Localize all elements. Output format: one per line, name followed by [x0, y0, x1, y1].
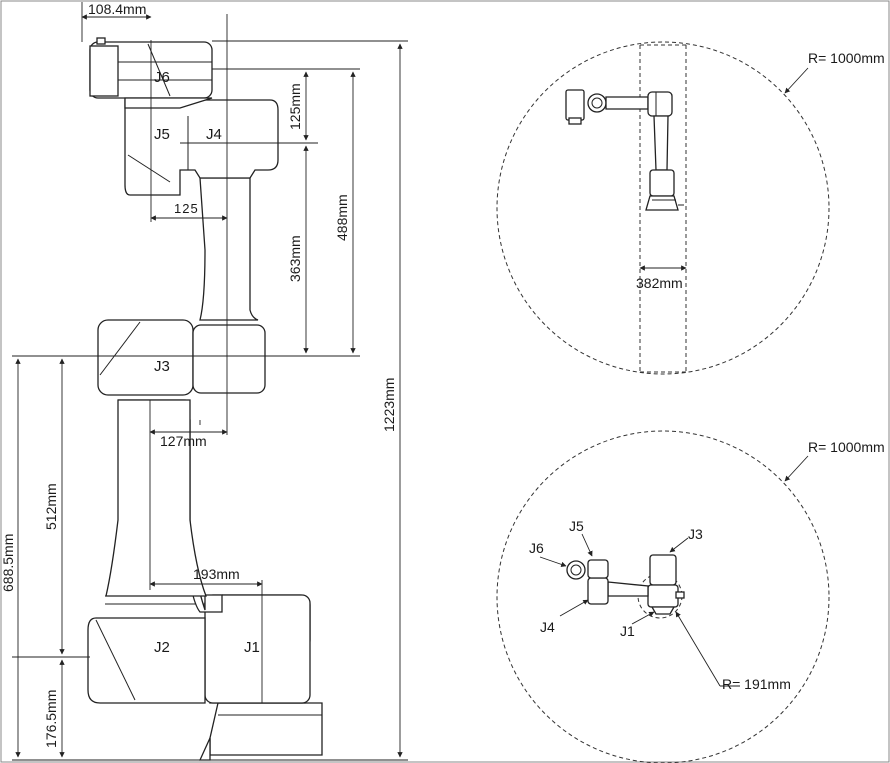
upper-arm-tube	[105, 399, 207, 597]
j3-housing	[97, 319, 194, 396]
robot-top-view-1	[565, 89, 684, 211]
top-view-1: R= 1000mm 382mm	[496, 41, 885, 375]
dim-upper-arm: 512mm	[43, 483, 59, 530]
dim-upper-to-top: 488mm	[334, 194, 350, 241]
inner-radius-label: R= 191mm	[722, 676, 791, 692]
top-joint-label-j5: J5	[569, 518, 584, 534]
joint-label-j2: J2	[154, 639, 170, 656]
robot-top-view-2	[566, 554, 685, 615]
dim-total-height: 1223mm	[381, 378, 397, 432]
top-joint-label-j3: J3	[688, 526, 703, 542]
reach-radius-label-1: R= 1000mm	[808, 50, 885, 66]
dim-forearm-height: 363mm	[287, 235, 303, 282]
reach-circle-1	[496, 41, 830, 375]
joint-label-j6: J6	[154, 69, 170, 86]
base-pedestal	[209, 702, 323, 756]
side-view-dimensions: 108.4mm 125mm 125 363mm 488mm 1223mm 127…	[0, 1, 408, 761]
j2-housing	[87, 617, 206, 704]
joint-label-j5: J5	[154, 126, 170, 143]
dim-shoulder-height: 688.5mm	[0, 534, 16, 592]
joint-label-j1: J1	[244, 639, 260, 656]
top-joint-label-j6: J6	[529, 540, 544, 556]
forearm-link	[199, 177, 259, 321]
top-joint-label-j1: J1	[620, 623, 635, 639]
dim-shoulder-offset: 193mm	[193, 566, 240, 582]
dim-top-offset: 108.4mm	[88, 1, 146, 17]
dim-elbow-offset: 127mm	[160, 433, 207, 449]
joint-label-j4: J4	[206, 126, 222, 143]
joint-label-j3: J3	[154, 358, 170, 375]
dim-wrist-vertical: 125mm	[287, 83, 303, 130]
top-joint-label-j4: J4	[540, 619, 555, 635]
reach-radius-label-2: R= 1000mm	[808, 439, 885, 455]
base-width-label: 382mm	[636, 275, 683, 291]
reach-circle-2	[496, 430, 830, 763]
j3-cap	[192, 324, 266, 394]
dim-base-height: 176.5mm	[43, 690, 59, 748]
j6-flange	[89, 45, 119, 97]
dim-wrist-horizontal: 125	[174, 201, 199, 216]
robot-side-view: J6 J5 J4 J3 J2 J1	[87, 37, 323, 761]
top-view-2: J6 J5 J4 J3 J1 R= 1000mm R= 191mm	[496, 430, 885, 763]
j4-j5-housing	[124, 99, 279, 196]
